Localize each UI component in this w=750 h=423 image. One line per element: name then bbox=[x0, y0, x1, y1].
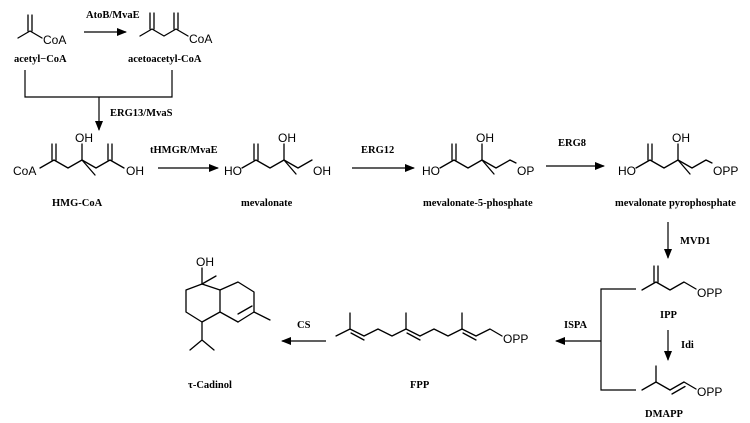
atom-oh: OH bbox=[75, 131, 93, 145]
atom-oh: OH bbox=[126, 164, 144, 178]
atom-oh: OH bbox=[672, 131, 690, 145]
label-mevalonate-5-phosphate: mevalonate-5-phosphate bbox=[423, 198, 533, 209]
atom-opp: OPP bbox=[713, 164, 738, 178]
enzyme-idi: Idi bbox=[681, 340, 694, 351]
enzyme-ispa: ISPA bbox=[564, 320, 588, 331]
atom-opp: OPP bbox=[697, 286, 722, 300]
atom-coa: CoA bbox=[43, 33, 66, 47]
atom-oh: OH bbox=[476, 131, 494, 145]
structure-tau-cadinol: OH bbox=[185, 255, 271, 351]
structure-mevalonate-pyrophosphate: HO OH OPP bbox=[618, 131, 738, 178]
label-acetyl-coa: acetyl−CoA bbox=[14, 54, 67, 65]
atom-coa: CoA bbox=[13, 164, 36, 178]
label-mevalonate-pyrophosphate: mevalonate pyrophosphate bbox=[615, 198, 736, 209]
atom-coa: CoA bbox=[189, 32, 212, 46]
structure-mevalonate: HO OH OH bbox=[224, 131, 331, 178]
label-acetoacetyl-coa: acetoacetyl-CoA bbox=[128, 54, 202, 65]
enzyme-mvd1: MVD1 bbox=[680, 236, 710, 247]
bracket-erg13 bbox=[24, 70, 173, 98]
structure-fpp: OPP bbox=[335, 312, 528, 346]
structure-dmapp: OPP bbox=[641, 365, 722, 399]
atom-oh: OH bbox=[196, 255, 214, 269]
label-fpp: FPP bbox=[410, 380, 430, 391]
atom-op: OP bbox=[517, 164, 534, 178]
atom-oh: OH bbox=[313, 164, 331, 178]
label-tau-cadinol: τ-Cadinol bbox=[188, 380, 232, 391]
structure-ipp: OPP bbox=[641, 265, 722, 300]
atom-oh: OH bbox=[278, 131, 296, 145]
bracket-ispa bbox=[600, 288, 636, 391]
label-dmapp: DMAPP bbox=[645, 409, 683, 420]
label-mevalonate: mevalonate bbox=[241, 198, 293, 209]
enzyme-erg13: ERG13/MvaS bbox=[110, 108, 173, 119]
label-ipp: IPP bbox=[660, 310, 678, 321]
structure-acetoacetyl-coa: CoA bbox=[139, 12, 212, 46]
atom-ho: HO bbox=[224, 164, 242, 178]
structure-mevalonate-5-phosphate: HO OH OP bbox=[422, 131, 534, 178]
enzyme-cs: CS bbox=[297, 320, 311, 331]
enzyme-thmgr: tHMGR/MvaE bbox=[150, 145, 218, 156]
enzyme-erg12: ERG12 bbox=[361, 145, 394, 156]
enzyme-atob: AtoB/MvaE bbox=[86, 10, 140, 21]
structure-acetyl-coa: CoA bbox=[17, 14, 66, 47]
atom-ho: HO bbox=[618, 164, 636, 178]
atom-opp: OPP bbox=[697, 385, 722, 399]
enzyme-erg8: ERG8 bbox=[558, 138, 586, 149]
structure-hmg-coa: CoA OH OH bbox=[13, 131, 144, 178]
label-hmg-coa: HMG-CoA bbox=[52, 198, 103, 209]
atom-ho: HO bbox=[422, 164, 440, 178]
atom-opp: OPP bbox=[503, 332, 528, 346]
